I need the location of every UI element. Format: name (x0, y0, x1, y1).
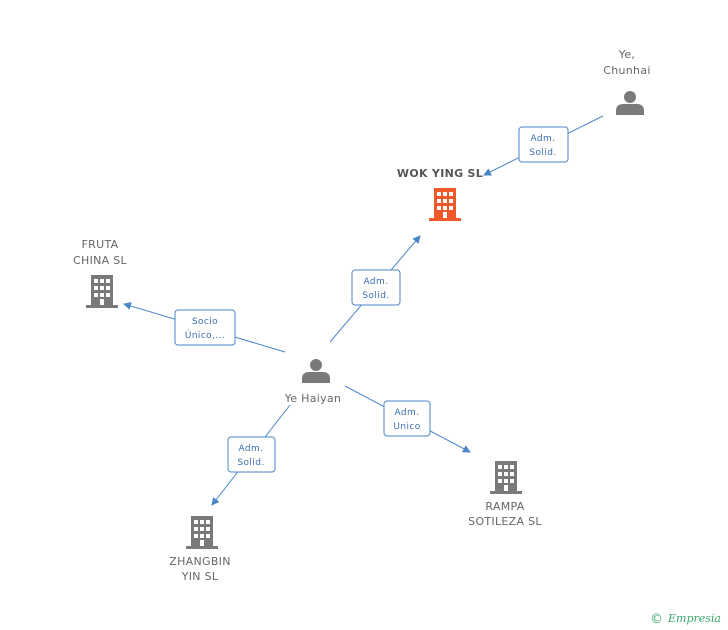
node-label: SOTILEZA SL (468, 515, 542, 528)
relation-label-chunhai-wok[interactable]: Adm. Solid. (518, 126, 569, 163)
building-icon (186, 516, 218, 549)
node-label: YIN SL (181, 570, 219, 583)
person-icon (616, 91, 644, 115)
svg-text:Adm.: Adm. (395, 408, 420, 418)
node-label: FRUTA (82, 238, 119, 251)
node-label: Ye Haiyan (284, 392, 342, 405)
node-rampa-sotileza-sl[interactable]: RAMPA SOTILEZA SL (468, 461, 542, 528)
svg-text:Unico: Unico (393, 422, 420, 432)
node-label: WOK YING SL (397, 167, 483, 180)
node-label: CHINA SL (73, 254, 128, 267)
person-icon (302, 359, 330, 383)
brand-name: Empresia (667, 612, 721, 625)
building-icon (86, 275, 118, 308)
building-icon (429, 188, 461, 221)
brand-watermark: © Empresia (650, 612, 721, 627)
svg-text:Solid.: Solid. (362, 291, 389, 301)
relation-label-haiyan-zhangbin[interactable]: Adm. Solid. (227, 436, 276, 473)
node-ye-chunhai[interactable]: Ye, Chunhai (603, 48, 650, 115)
svg-text:Único,...: Único,... (185, 329, 225, 341)
node-ye-haiyan[interactable]: Ye Haiyan (284, 359, 342, 405)
node-fruta-china-sl[interactable]: FRUTA CHINA SL (73, 238, 128, 308)
relation-label-haiyan-rampa[interactable]: Adm. Unico (383, 400, 431, 437)
relation-label-haiyan-wok[interactable]: Adm. Solid. (351, 269, 401, 306)
node-label: Ye, (618, 48, 635, 61)
node-label: Chunhai (603, 64, 650, 77)
svg-text:Solid.: Solid. (237, 458, 264, 468)
copyright-icon: © (650, 612, 663, 627)
node-wok-ying-sl[interactable]: WOK YING SL (397, 167, 483, 221)
svg-text:Solid.: Solid. (529, 148, 556, 158)
relation-label-haiyan-fruta[interactable]: Socio Único,... (174, 309, 236, 346)
svg-text:Adm.: Adm. (364, 277, 389, 287)
svg-text:Adm.: Adm. (531, 134, 556, 144)
building-icon (490, 461, 522, 494)
node-label: RAMPA (485, 500, 524, 513)
node-zhangbin-yin-sl[interactable]: ZHANGBIN YIN SL (169, 516, 231, 583)
svg-text:Adm.: Adm. (239, 444, 264, 454)
node-label: ZHANGBIN (169, 555, 231, 568)
svg-text:Socio: Socio (192, 317, 218, 327)
